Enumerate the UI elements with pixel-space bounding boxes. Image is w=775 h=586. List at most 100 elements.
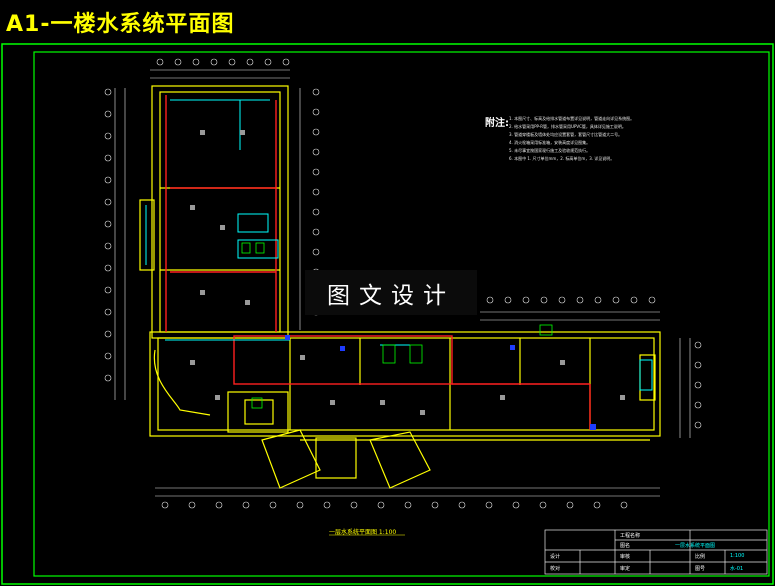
fixture	[190, 360, 195, 365]
grid-bubble	[104, 154, 112, 162]
grid-bubble	[282, 58, 290, 66]
grid-bubble	[539, 501, 547, 509]
grid-bubble	[104, 220, 112, 228]
grid-bubble	[648, 296, 656, 304]
grid-bubble	[504, 296, 512, 304]
grid-bubble	[630, 296, 638, 304]
grid-bubble	[350, 501, 358, 509]
grid-bubble	[104, 264, 112, 272]
notes-title: 附注:	[485, 118, 509, 129]
grid-bubble	[694, 421, 702, 429]
grid-bubble	[104, 88, 112, 96]
tb-project: 工程名称	[620, 533, 641, 539]
grid-bubble	[694, 401, 702, 409]
grid-bubbles	[104, 58, 702, 509]
grid-bubble	[210, 58, 218, 66]
fixture	[330, 400, 335, 405]
note-line: 3. 管道穿楼板及墙体处均应设置套管，套管尺寸比管道大二号。	[509, 132, 623, 137]
grid-bubble	[104, 198, 112, 206]
tb-checker: 校对	[550, 566, 561, 572]
grid-bubble	[296, 501, 304, 509]
grid-bubble	[431, 501, 439, 509]
grid-bubble	[161, 501, 169, 509]
watermark: 图文设计	[305, 270, 477, 315]
grid-bubble	[215, 501, 223, 509]
fixtures	[190, 130, 625, 415]
tb-drawing-label: 图名	[620, 543, 631, 549]
grid-bubble	[458, 501, 466, 509]
tb-designer: 设计	[550, 554, 561, 560]
fixture	[500, 395, 505, 400]
fixture	[620, 395, 625, 400]
grid-bubble	[104, 110, 112, 118]
grid-bubble	[522, 296, 530, 304]
cold-water-pipes	[145, 99, 653, 391]
note-line: 5. 未尽事宜按国家现行施工及验收规范执行。	[509, 148, 591, 153]
grid-bubble	[312, 88, 320, 96]
grid-bubble	[694, 341, 702, 349]
grid-bubble	[323, 501, 331, 509]
tb-scale: 1:100	[730, 553, 745, 559]
grid-bubble	[312, 148, 320, 156]
note-line: 2. 给水管采用PP-R管，排水管采用UPVC管，具体详见施工说明。	[509, 124, 626, 129]
grid-bubble	[377, 501, 385, 509]
fixture	[245, 300, 250, 305]
grid-bubble	[312, 208, 320, 216]
grid-bubble	[174, 58, 182, 66]
grid-bubble	[540, 296, 548, 304]
grid-bubble	[104, 330, 112, 338]
tb-approver: 审定	[620, 566, 631, 572]
sheet-title: A1-一楼水系统平面图	[6, 12, 235, 37]
grid-bubble	[104, 176, 112, 184]
green-fixtures	[241, 242, 553, 409]
grid-bubble	[485, 501, 493, 509]
tb-sheet: 水-01	[730, 566, 744, 572]
grid-bubble	[576, 296, 584, 304]
grid-bubble	[512, 501, 520, 509]
note-line: 1. 本图尺寸、标高及给排水管道布置详见说明，管道走向详见系统图。	[509, 116, 635, 121]
grid-bubble	[156, 58, 164, 66]
grid-bubble	[242, 501, 250, 509]
fixture	[200, 130, 205, 135]
fixture	[420, 410, 425, 415]
grid-bubble	[593, 501, 601, 509]
grid-bubble	[486, 296, 494, 304]
fixture	[220, 225, 225, 230]
fixture	[190, 205, 195, 210]
grid-bubble	[694, 361, 702, 369]
blue-valves	[285, 335, 596, 430]
outer-frame	[1, 43, 774, 585]
grid-bubble	[312, 228, 320, 236]
grid-bubble	[312, 248, 320, 256]
grid-bubble	[104, 308, 112, 316]
note-line: 6. 本图中 1. 尺寸单位mm，2. 标高单位m，3. 详见说明。	[509, 156, 615, 161]
fixture	[300, 355, 305, 360]
tb-drawing-name: 一层水系统平面图	[675, 543, 716, 549]
grid-bubble	[264, 58, 272, 66]
note-line: 4. 消火栓箱采用标准箱，安装高度详见图集。	[509, 140, 591, 145]
notes-block: 附注: 1. 本图尺寸、标高及给排水管道布置详见说明，管道走向详见系统图。 2.…	[485, 114, 634, 161]
grid-bubble	[694, 381, 702, 389]
tb-reviewer: 审核	[620, 554, 631, 560]
dimension-lines	[114, 69, 691, 497]
grid-bubble	[312, 128, 320, 136]
hot-water-pipes	[165, 95, 591, 430]
inner-frame	[33, 51, 770, 577]
grid-bubble	[558, 296, 566, 304]
grid-bubble	[594, 296, 602, 304]
grid-bubble	[312, 168, 320, 176]
grid-bubble	[104, 352, 112, 360]
grid-bubble	[104, 374, 112, 382]
walls	[139, 85, 661, 489]
grid-bubble	[269, 501, 277, 509]
grid-bubble	[188, 501, 196, 509]
grid-bubble	[104, 132, 112, 140]
fixture	[380, 400, 385, 405]
grid-bubble	[312, 108, 320, 116]
fixture	[200, 290, 205, 295]
grid-bubble	[404, 501, 412, 509]
grid-bubble	[312, 188, 320, 196]
grid-bubble	[620, 501, 628, 509]
tb-sheet-label: 图号	[695, 566, 706, 572]
